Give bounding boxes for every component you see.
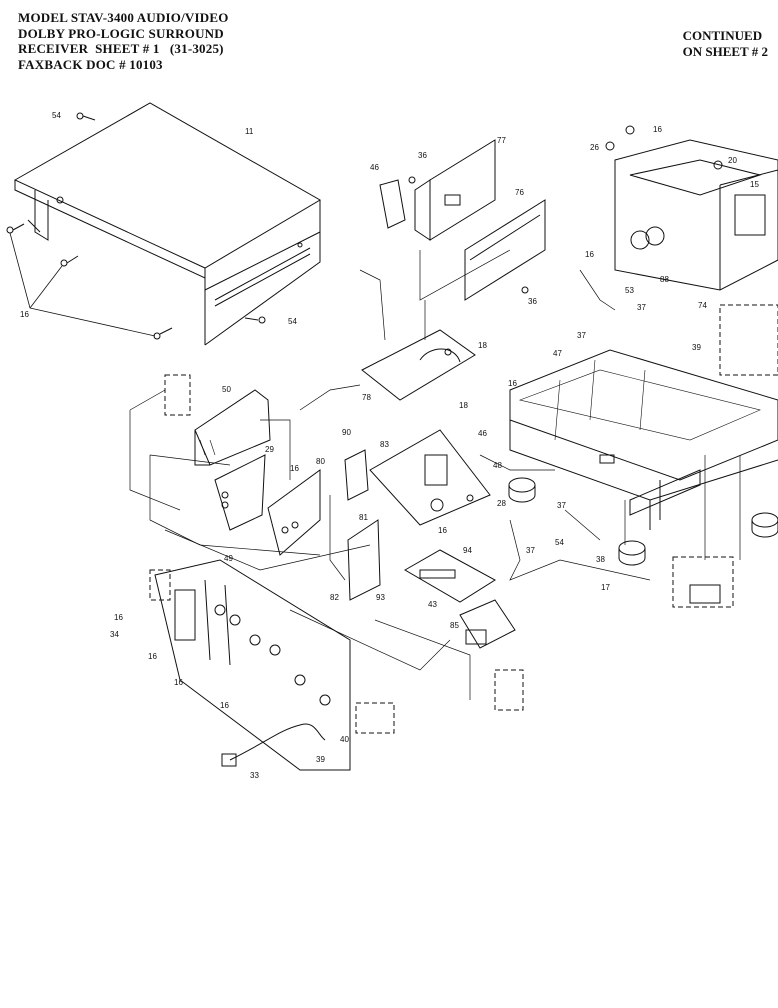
- continued-line-1: CONTINUED: [682, 28, 763, 43]
- leader-lines: [129, 249, 741, 700]
- board-77: [414, 139, 496, 241]
- callout-36: 36: [418, 151, 427, 160]
- callout-38: 38: [596, 555, 605, 564]
- callout-28: 28: [497, 499, 506, 508]
- callout-46: 46: [478, 429, 487, 438]
- callout-33: 33: [250, 771, 259, 780]
- callout-36: 36: [528, 297, 537, 306]
- callout-16: 16: [585, 250, 594, 259]
- callout-46: 46: [370, 163, 379, 172]
- callout-16: 16: [174, 678, 183, 687]
- feet: [508, 477, 778, 604]
- bracket-46: [379, 176, 416, 229]
- header-line-1: MODEL STAV-3400 AUDIO/VIDEO: [18, 10, 229, 25]
- callout-88: 88: [660, 275, 669, 284]
- top-cover: [13, 102, 321, 346]
- callout-48: 48: [493, 461, 502, 470]
- callout-54: 54: [52, 111, 61, 120]
- callout-80: 80: [316, 457, 325, 466]
- callout-54: 54: [288, 317, 297, 326]
- callout-16: 16: [114, 613, 123, 622]
- continued-line-2: ON SHEET # 2: [682, 44, 768, 59]
- callout-16: 16: [438, 526, 447, 535]
- callout-18: 18: [478, 341, 487, 350]
- callout-37: 37: [526, 546, 535, 555]
- callout-54: 54: [555, 538, 564, 547]
- board-83: [369, 429, 491, 526]
- callout-85: 85: [450, 621, 459, 630]
- callout-37: 37: [637, 303, 646, 312]
- callout-83: 83: [380, 440, 389, 449]
- callout-34: 34: [110, 630, 119, 639]
- callout-26: 26: [590, 143, 599, 152]
- callout-78: 78: [362, 393, 371, 402]
- callout-49: 49: [224, 554, 233, 563]
- callout-94: 94: [463, 546, 472, 555]
- callout-16: 16: [290, 464, 299, 473]
- board-78: [361, 329, 476, 401]
- callout-15: 15: [750, 180, 759, 189]
- callout-40: 40: [340, 735, 349, 744]
- callout-11: 11: [245, 127, 254, 136]
- continued-note: CONTINUED ON SHEET # 2: [683, 28, 768, 60]
- callout-50: 50: [222, 385, 231, 394]
- callout-20: 20: [728, 156, 737, 165]
- header-line-3: RECEIVER SHEET # 1 (31-3025): [18, 41, 224, 56]
- callout-77: 77: [497, 136, 506, 145]
- header-line-4: FAXBACK DOC # 10103: [18, 56, 163, 72]
- callout-76: 76: [515, 188, 524, 197]
- header-line-2: DOLBY PRO-LOGIC SURROUND: [18, 25, 224, 41]
- callout-29: 29: [265, 445, 274, 454]
- board-76: [464, 199, 546, 301]
- dashed-boxes: [149, 304, 778, 734]
- board-81: [347, 519, 381, 601]
- callout-82: 82: [330, 593, 339, 602]
- jack-panel: [154, 559, 351, 771]
- callout-93: 93: [376, 593, 385, 602]
- board-85: [459, 599, 516, 649]
- power-cord: [221, 723, 326, 767]
- callout-43: 43: [428, 600, 437, 609]
- callout-74: 74: [698, 301, 707, 310]
- callout-37: 37: [557, 501, 566, 510]
- main-chassis: [509, 349, 778, 530]
- callout-17: 17: [601, 583, 610, 592]
- cover-screws: [6, 112, 266, 340]
- callout-37: 37: [577, 331, 586, 340]
- transformer-assembly: [605, 125, 778, 291]
- callout-90: 90: [342, 428, 351, 437]
- model-header: MODEL STAV-3400 AUDIO/VIDEO DOLBY PRO-LO…: [18, 10, 229, 72]
- callout-16: 16: [508, 379, 517, 388]
- callout-81: 81: [359, 513, 368, 522]
- board-90: [344, 449, 369, 501]
- callout-16: 16: [220, 701, 229, 710]
- board-50: [194, 389, 271, 466]
- callout-47: 47: [553, 349, 562, 358]
- board-80: [267, 469, 321, 556]
- callout-53: 53: [625, 286, 634, 295]
- callout-16: 16: [148, 652, 157, 661]
- callout-16: 16: [653, 125, 662, 134]
- callout-39: 39: [316, 755, 325, 764]
- callout-18: 18: [459, 401, 468, 410]
- callout-39: 39: [692, 343, 701, 352]
- board-94: [403, 549, 496, 603]
- callout-labels: 54 11 16 54 46 36 77 76 36 26 16 20 15 1…: [20, 111, 759, 780]
- callout-16: 16: [20, 310, 29, 319]
- board-29: [214, 454, 266, 531]
